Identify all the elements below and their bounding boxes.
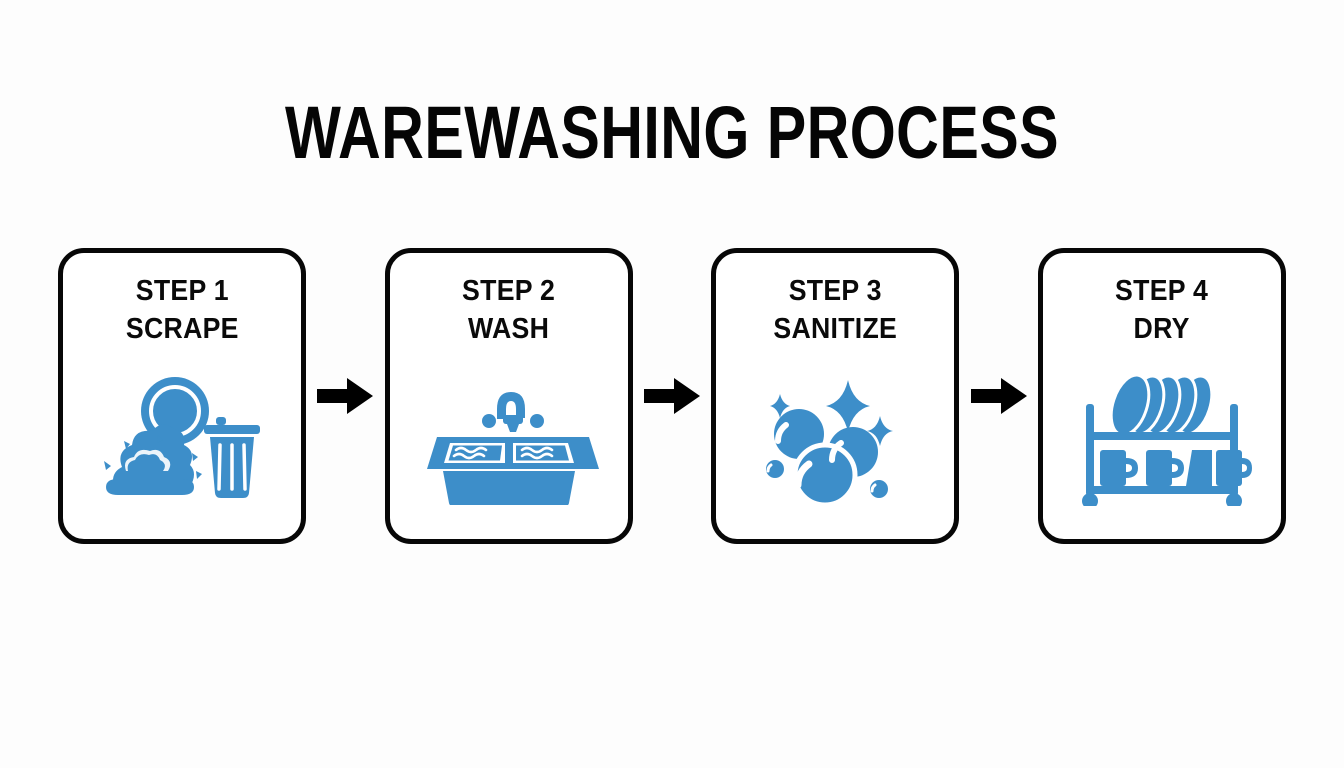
plate-food-scraps-trash-icon xyxy=(104,376,260,498)
step-card-1-icon-wrap xyxy=(63,348,301,539)
dish-drying-rack-icon xyxy=(1081,373,1252,506)
step-card-4-icon-wrap xyxy=(1043,348,1281,539)
step-card-3-number: STEP 3 xyxy=(788,275,882,307)
step-card-2-name: WASH xyxy=(468,312,550,345)
step-card-1-name: SCRAPE xyxy=(125,312,239,345)
step-card-4[interactable]: STEP 4 DRY xyxy=(1037,248,1286,544)
step-card-3-heading: STEP 3 SANITIZE xyxy=(773,273,897,348)
arrow-step3-to-step4 xyxy=(970,374,1027,418)
step-card-4-heading: STEP 4 DRY xyxy=(1115,273,1208,348)
arrow-right-icon xyxy=(970,378,1027,414)
arrow-right-icon xyxy=(317,378,374,414)
arrow-right-icon xyxy=(643,378,700,414)
arrow-step1-to-step2 xyxy=(317,374,374,418)
step-card-2-icon-wrap xyxy=(390,348,628,539)
process-flow-row: STEP 1 SCRAPE xyxy=(58,248,1286,544)
step-card-1[interactable]: STEP 1 SCRAPE xyxy=(58,248,306,544)
step-card-2-number: STEP 2 xyxy=(462,275,556,307)
step-card-1-heading: STEP 1 SCRAPE xyxy=(126,273,239,348)
step-card-4-name: DRY xyxy=(1133,312,1191,345)
arrow-step2-to-step3 xyxy=(643,374,700,418)
page-title: WAREWASHING PROCESS xyxy=(284,91,1059,174)
step-card-4-number: STEP 4 xyxy=(1115,275,1209,307)
double-sink-faucet-icon xyxy=(426,391,599,505)
step-card-2-heading: STEP 2 WASH xyxy=(462,273,555,348)
step-card-3-icon-wrap xyxy=(716,348,954,539)
step-card-2[interactable]: STEP 2 WASH xyxy=(384,248,633,544)
bubbles-sparkles-icon xyxy=(766,380,894,508)
step-card-3-name: SANITIZE xyxy=(773,312,898,345)
step-card-1-number: STEP 1 xyxy=(135,275,229,307)
step-card-3[interactable]: STEP 3 SANITIZE xyxy=(711,248,960,544)
